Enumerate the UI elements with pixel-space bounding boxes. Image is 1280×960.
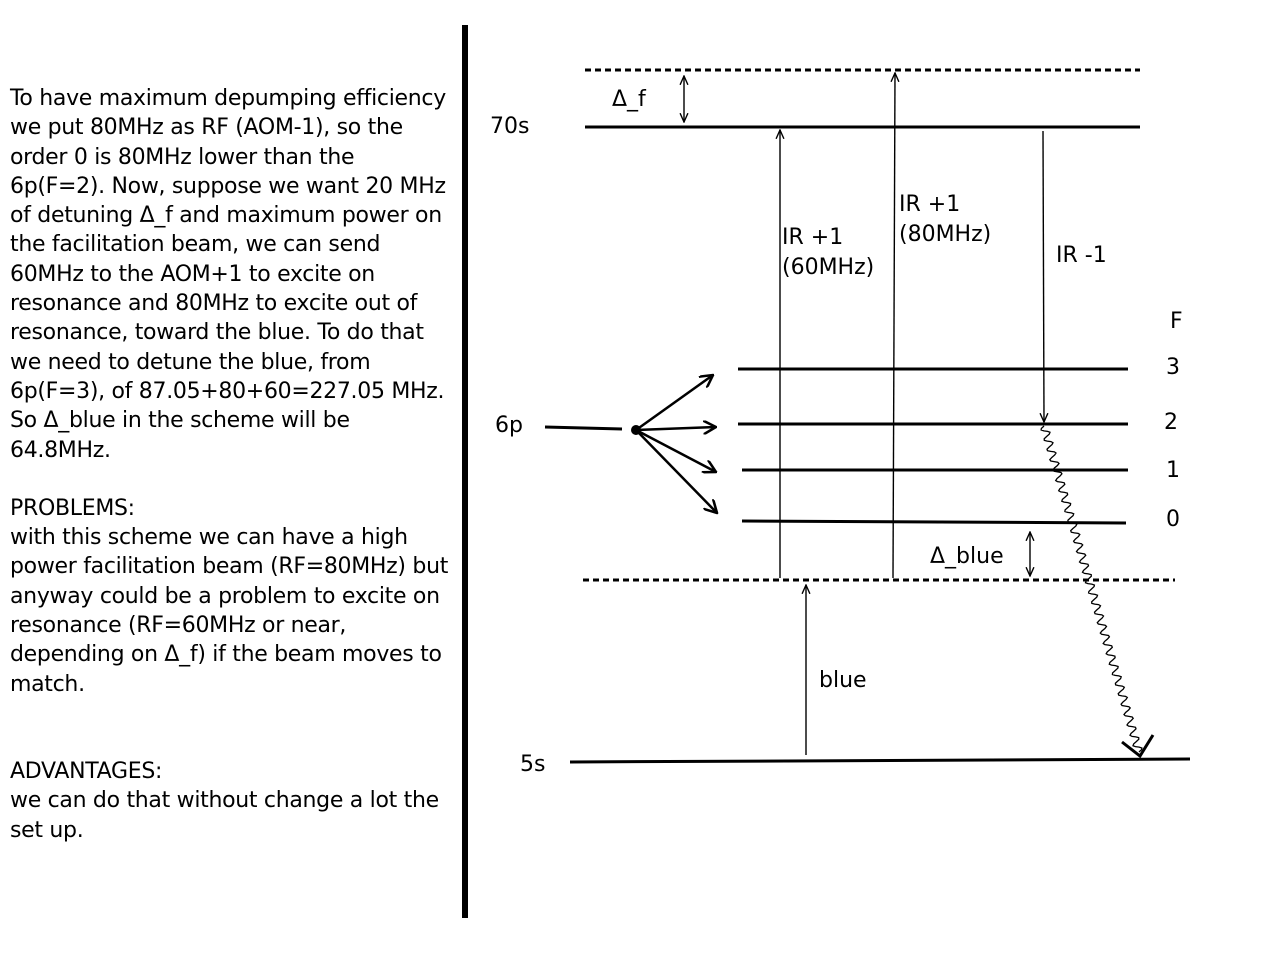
- label-ir-minus1: IR -1: [1056, 243, 1107, 268]
- problems-title: PROBLEMS:: [10, 495, 135, 521]
- split-arrow-f1: [635, 428, 716, 472]
- beam-ir-minus1: [1043, 130, 1044, 422]
- notes-paragraph: To have maximum depumping efficiency we …: [10, 86, 446, 463]
- split-arrow-f3: [635, 375, 713, 432]
- label-ir-plus1-60-a: IR +1: [782, 225, 843, 250]
- advantages-text: we can do that without change a lot the …: [10, 788, 439, 843]
- decay-arrowhead: [1121, 734, 1155, 759]
- label-70s: 70s: [490, 114, 529, 139]
- split-arrow-f2: [635, 427, 716, 430]
- label-ir-plus1-80-a: IR +1: [899, 192, 960, 217]
- notes-panel: To have maximum depumping efficiency we …: [10, 84, 455, 845]
- label-6p: 6p: [495, 413, 523, 438]
- advantages-title: ADVANTAGES:: [10, 758, 163, 784]
- label-5s: 5s: [520, 752, 545, 777]
- label-f0: 0: [1166, 507, 1180, 532]
- label-f-header: F: [1170, 309, 1183, 334]
- label-blue: blue: [819, 668, 867, 693]
- decay-wavy-arrow: [1040, 425, 1143, 753]
- label-f3: 3: [1166, 355, 1180, 380]
- beam-ir-plus1-80: [893, 73, 895, 579]
- level-6p-stub: [544, 425, 623, 431]
- level-5s: [569, 757, 1191, 764]
- label-ir-plus1-80-b: (80MHz): [899, 222, 991, 247]
- level-6p-f0: [741, 519, 1127, 525]
- split-arrow-f0: [635, 429, 717, 513]
- label-ir-plus1-60-b: (60MHz): [782, 255, 874, 280]
- label-delta-f: Δ_f: [612, 87, 647, 112]
- label-delta-blue: Δ_blue: [930, 544, 1004, 569]
- problems-text: with this scheme we can have a high powe…: [10, 525, 449, 697]
- label-f2: 2: [1164, 410, 1178, 435]
- label-f1: 1: [1166, 458, 1180, 483]
